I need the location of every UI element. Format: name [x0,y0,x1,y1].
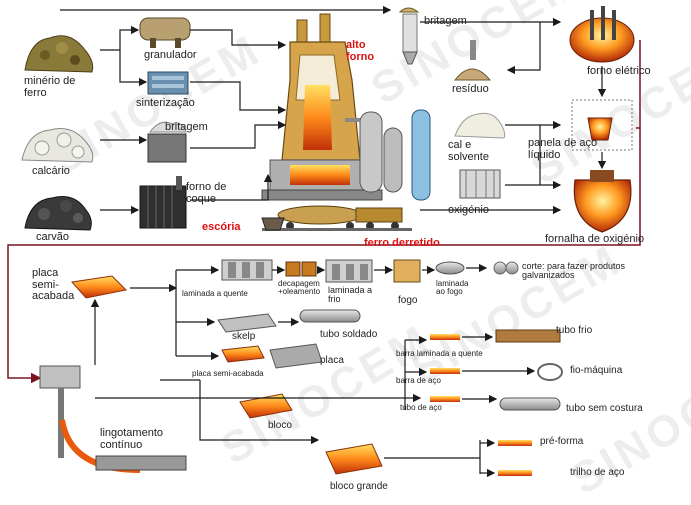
label-trilho: trilho de aço [570,467,625,478]
oxygen-converter [573,170,632,233]
arrows-bottom [90,263,536,478]
pickling-coils [285,261,317,277]
label-carvao: carvão [36,231,70,243]
label-barra-laminada: barra laminada a quente [396,349,483,358]
label-sinterizacao: sinterização [136,97,195,109]
label-forno-eletrico: forno elétrico [587,65,651,77]
label-tubo-aco: tubo de aço [400,403,442,412]
hot-rolling-mill [221,259,273,281]
label-skelp: skelp [232,331,256,342]
label-cal-solvente: cal e solvente [448,139,489,163]
label-placa-semi: placa semi-acabada [32,267,75,303]
label-tubo-soldado: tubo soldado [320,329,378,340]
limestone-pile [21,128,94,163]
electric-furnace [569,6,635,63]
label-forno-coque: forno de coque [186,181,227,205]
blast-furnace [261,13,383,201]
label-panela: panela de aço líquido [528,137,598,161]
coal-pile [24,196,92,231]
cold-rolling-mill [325,259,373,283]
label-fornalha: fornalha de oxigénio [545,233,645,245]
label-britagem-mid: britagem [165,121,208,133]
steel-tube-bar [430,396,460,402]
beam-blank [498,440,532,446]
rail [498,470,532,476]
label-bloco-grande: bloco grande [330,481,388,492]
label-minerio: minério de ferro [24,75,76,99]
annealing-furnace [393,259,421,283]
annealed-coil [435,261,465,275]
bloom [239,393,293,419]
label-barra-aco: barra de aço [396,376,441,385]
lime-pile [454,112,506,139]
wire-rod [537,363,563,381]
label-fio-maquina: fio-máquina [570,365,623,376]
galvanized-coils [493,261,519,275]
liquid-steel-ladle [571,99,633,151]
residue-pile [453,40,492,81]
label-tubo-frio: tubo frio [556,325,593,336]
large-bloom [325,443,383,475]
label-laminada-frio: laminada a frio [328,285,373,305]
skelp-mill [217,313,277,333]
sintering-machine [147,71,189,95]
hot-stoves [345,109,431,201]
crusher-silo [398,7,420,65]
continuous-caster [39,365,187,473]
arrows-top [60,5,607,215]
iron-ore-pile [24,35,94,73]
label-bloco: bloco [268,420,292,431]
label-lingotamento: lingotamento contínuo [100,427,163,451]
label-pre-forma: pré-forma [540,436,584,447]
label-placa-semi-small: placa semi-acabada [192,369,264,378]
slag-car [261,217,285,231]
torpedo-car [262,205,412,231]
label-ferro-derretido: ferro derretido [364,237,440,249]
oxygen-plant [459,169,501,199]
coke-oven [139,176,187,229]
label-placa: placa [320,355,344,366]
plate-stack [269,343,323,369]
label-decapagem: decapagem +oleamento [278,279,321,297]
label-alto-forno: alto forno [346,39,375,63]
granulator-machine [139,17,191,48]
steel-bar [430,368,460,374]
small-slab [221,345,265,363]
crusher-machine [147,121,187,163]
label-britagem-top: britagem [424,15,467,27]
label-oxigenio: oxigénio [448,204,489,216]
label-fogo: fogo [398,295,418,306]
label-granulador: granulador [144,49,197,61]
label-laminada-quente: laminada a quente [182,289,248,298]
seamless-tube [499,397,561,411]
welded-tube [299,309,361,323]
label-corte: corte: para fazer produtos galvanizados [522,261,626,281]
cold-tube [495,329,561,343]
hot-rolled-bar [430,334,460,340]
semi-finished-slab [71,275,128,299]
label-laminada-fogo: laminada ao fogo [436,279,469,297]
arrows-loop [7,40,641,384]
label-residuo: resíduo [452,83,489,95]
label-escoria: escória [202,221,241,233]
label-tubo-sem-costura: tubo sem costura [566,403,643,414]
label-calcario: calcário [32,165,70,177]
